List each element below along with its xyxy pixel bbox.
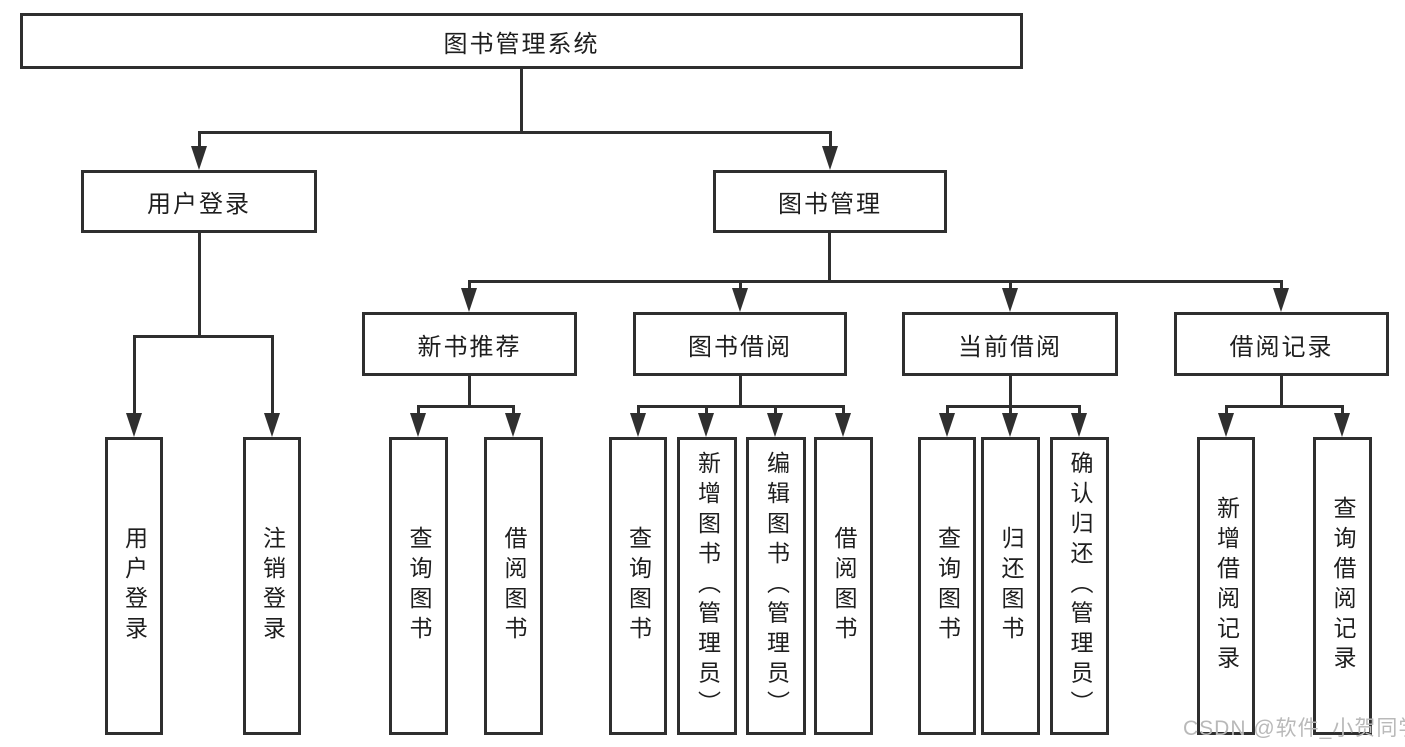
arrow-down-icon (822, 146, 838, 170)
leaf-query-books-current-label: 查询图书 (934, 526, 961, 646)
leaf-add-borrow-record-label: 新增借阅记录 (1213, 496, 1240, 676)
arrow-down-icon (126, 413, 142, 437)
node-current-borrow: 当前借阅 (902, 312, 1118, 376)
connector-line (198, 233, 201, 338)
leaf-query-books-recommend: 查询图书 (389, 437, 448, 735)
node-current-borrow-label: 当前借阅 (958, 333, 1062, 361)
leaf-query-books-recommend-label: 查询图书 (406, 526, 432, 646)
leaf-query-borrow-record-label: 查询借阅记录 (1330, 496, 1356, 676)
connector-line (946, 405, 1081, 408)
node-new-book-recommend: 新书推荐 (362, 312, 577, 376)
connector-line (198, 131, 201, 148)
node-new-book-recommend-label: 新书推荐 (417, 333, 522, 361)
leaf-confirm-return-admin: 确认归还（管理员） (1050, 437, 1109, 735)
leaf-logout: 注销登录 (243, 437, 301, 735)
connector-line (417, 405, 515, 408)
leaf-logout-label: 注销登录 (259, 526, 286, 646)
node-book-borrow: 图书借阅 (633, 312, 847, 376)
connector-line (1009, 280, 1012, 290)
connector-line (739, 280, 742, 290)
leaf-query-books-current: 查询图书 (918, 437, 976, 735)
connector-line (637, 405, 640, 415)
connector-line (828, 233, 831, 283)
connector-line (468, 376, 471, 408)
connector-line (520, 69, 523, 134)
arrow-down-icon (505, 413, 521, 437)
leaf-borrow-books-label: 借阅图书 (831, 526, 857, 646)
arrow-down-icon (264, 413, 280, 437)
node-book-borrow-label: 图书借阅 (688, 333, 792, 361)
leaf-user-login-label: 用户登录 (121, 526, 148, 646)
leaf-query-borrow-record: 查询借阅记录 (1313, 437, 1372, 735)
connector-line (468, 280, 1283, 283)
connector-line (705, 405, 708, 415)
arrow-down-icon (461, 288, 477, 312)
leaf-edit-books-admin-label: 编辑图书（管理员） (763, 451, 790, 721)
connector-line (417, 405, 420, 415)
leaf-edit-books-admin: 编辑图书（管理员） (746, 437, 806, 735)
connector-line (1009, 405, 1012, 415)
connector-line (1225, 405, 1344, 408)
connector-line (468, 280, 471, 290)
leaf-query-books-borrow: 查询图书 (609, 437, 667, 735)
connector-line (512, 405, 515, 415)
connector-line (198, 131, 832, 134)
leaf-add-books-admin-label: 新增图书（管理员） (694, 451, 721, 721)
leaf-add-borrow-record: 新增借阅记录 (1197, 437, 1255, 735)
leaf-return-books: 归还图书 (981, 437, 1040, 735)
leaf-query-books-borrow-label: 查询图书 (625, 526, 652, 646)
connector-line (1009, 376, 1012, 408)
arrow-down-icon (630, 413, 646, 437)
node-book-management: 图书管理 (713, 170, 947, 233)
node-user-login-label: 用户登录 (147, 191, 251, 218)
connector-line (1225, 405, 1228, 415)
node-library-system: 图书管理系统 (20, 13, 1023, 69)
connector-line (1078, 405, 1081, 415)
connector-line (739, 376, 742, 408)
arrow-down-icon (191, 146, 207, 170)
leaf-user-login: 用户登录 (105, 437, 163, 735)
node-borrow-records-label: 借阅记录 (1229, 333, 1334, 361)
arrow-down-icon (1218, 413, 1234, 437)
connector-line (1280, 376, 1283, 408)
connector-line (1341, 405, 1344, 415)
connector-line (946, 405, 949, 415)
connector-line (133, 335, 274, 338)
connector-line (637, 405, 845, 408)
arrow-down-icon (1273, 288, 1289, 312)
arrow-down-icon (1071, 413, 1087, 437)
arrow-down-icon (732, 288, 748, 312)
connector-line (133, 335, 136, 415)
node-borrow-records: 借阅记录 (1174, 312, 1389, 376)
arrow-down-icon (1334, 413, 1350, 437)
arrow-down-icon (767, 413, 783, 437)
arrow-down-icon (410, 413, 426, 437)
arrow-down-icon (939, 413, 955, 437)
node-book-management-label: 图书管理 (778, 191, 882, 218)
connector-line (271, 335, 274, 415)
leaf-borrow-books-recommend: 借阅图书 (484, 437, 543, 735)
arrow-down-icon (835, 413, 851, 437)
arrow-down-icon (1002, 288, 1018, 312)
leaf-borrow-books: 借阅图书 (814, 437, 873, 735)
csdn-watermark: CSDN @软件_小贺同学 (1183, 717, 1405, 740)
leaf-confirm-return-admin-label: 确认归还（管理员） (1067, 451, 1093, 721)
connector-line (1280, 280, 1283, 290)
leaf-return-books-label: 归还图书 (998, 526, 1024, 646)
leaf-borrow-books-recommend-label: 借阅图书 (501, 526, 527, 646)
node-library-system-label: 图书管理系统 (443, 30, 600, 58)
connector-line (774, 405, 777, 415)
arrow-down-icon (1002, 413, 1018, 437)
connector-line (829, 131, 832, 148)
connector-line (842, 405, 845, 415)
arrow-down-icon (698, 413, 714, 437)
leaf-add-books-admin: 新增图书（管理员） (677, 437, 737, 735)
node-user-login: 用户登录 (81, 170, 317, 233)
